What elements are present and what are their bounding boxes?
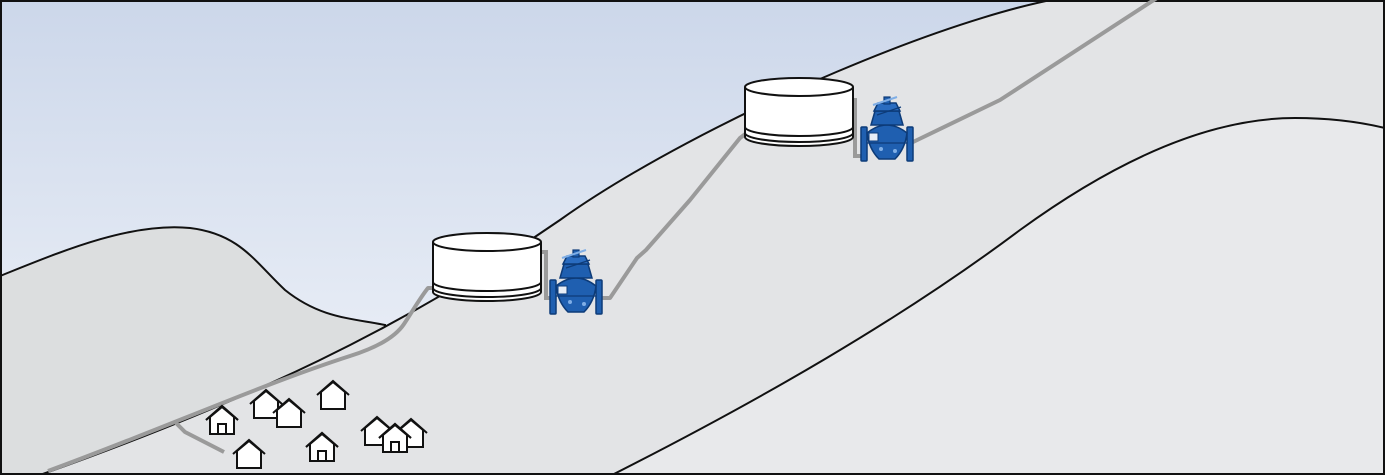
rising-main-pipe: [600, 130, 750, 300]
upper-reservoir-tank: [744, 77, 854, 147]
village-branch-pipe: [174, 421, 225, 454]
main-pipeline: [47, 286, 437, 473]
upper-pipeline: [910, 0, 1158, 145]
lower-reservoir-tank: [432, 232, 542, 302]
right-foreground-hill: [611, 116, 1385, 475]
